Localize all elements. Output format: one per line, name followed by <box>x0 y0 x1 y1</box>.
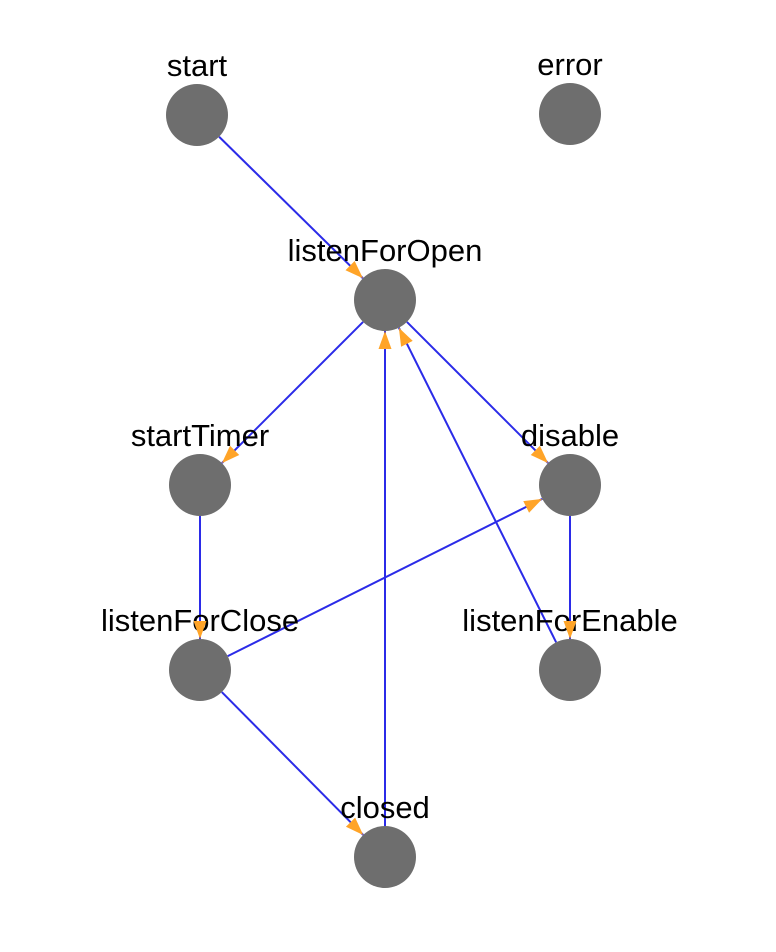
edge-listenForOpen-to-disable <box>406 321 549 464</box>
node-startTimer-circle[interactable] <box>169 454 231 516</box>
edge-start-to-listenForOpen <box>218 136 364 279</box>
labels-layer: start error listenForOpen startTimer disable… <box>101 47 678 825</box>
nodes-layer <box>166 83 601 888</box>
node-listenForEnable-circle[interactable] <box>539 639 601 701</box>
node-error-circle[interactable] <box>539 83 601 145</box>
arrowhead-disable-to-listenForEnable <box>563 621 577 639</box>
arrowhead-closed-to-listenForOpen <box>378 331 392 349</box>
arrowhead-listenForEnable-to-listenForOpen <box>398 327 413 347</box>
edge-listenForEnable-to-listenForOpen <box>397 327 558 643</box>
edge-listenForOpen-to-startTimer <box>221 321 364 464</box>
node-disable-label: disable <box>521 418 619 453</box>
node-startTimer-label: startTimer <box>131 418 269 453</box>
node-listenForClose-circle[interactable] <box>169 639 231 701</box>
edge-listenForClose-to-closed <box>221 691 364 836</box>
arrows-layer <box>193 260 577 835</box>
arrowhead-listenForClose-to-closed <box>345 817 364 835</box>
arrowhead-listenForOpen-to-startTimer <box>221 445 240 464</box>
arrowhead-listenForClose-to-disable <box>523 498 543 513</box>
node-disable-circle[interactable] <box>539 454 601 516</box>
edges-layer <box>199 136 571 836</box>
arrowhead-listenForOpen-to-disable <box>530 445 549 464</box>
edge-listenForClose-to-disable <box>227 497 543 658</box>
node-start-label: start <box>167 48 228 83</box>
node-closed-circle[interactable] <box>354 826 416 888</box>
node-error-label: error <box>537 47 602 82</box>
node-listenForOpen-circle[interactable] <box>354 269 416 331</box>
node-listenForOpen-label: listenForOpen <box>288 233 483 268</box>
arrowhead-startTimer-to-listenForClose <box>193 621 207 639</box>
node-start-circle[interactable] <box>166 84 228 146</box>
arrowhead-start-to-listenForOpen <box>345 260 363 279</box>
